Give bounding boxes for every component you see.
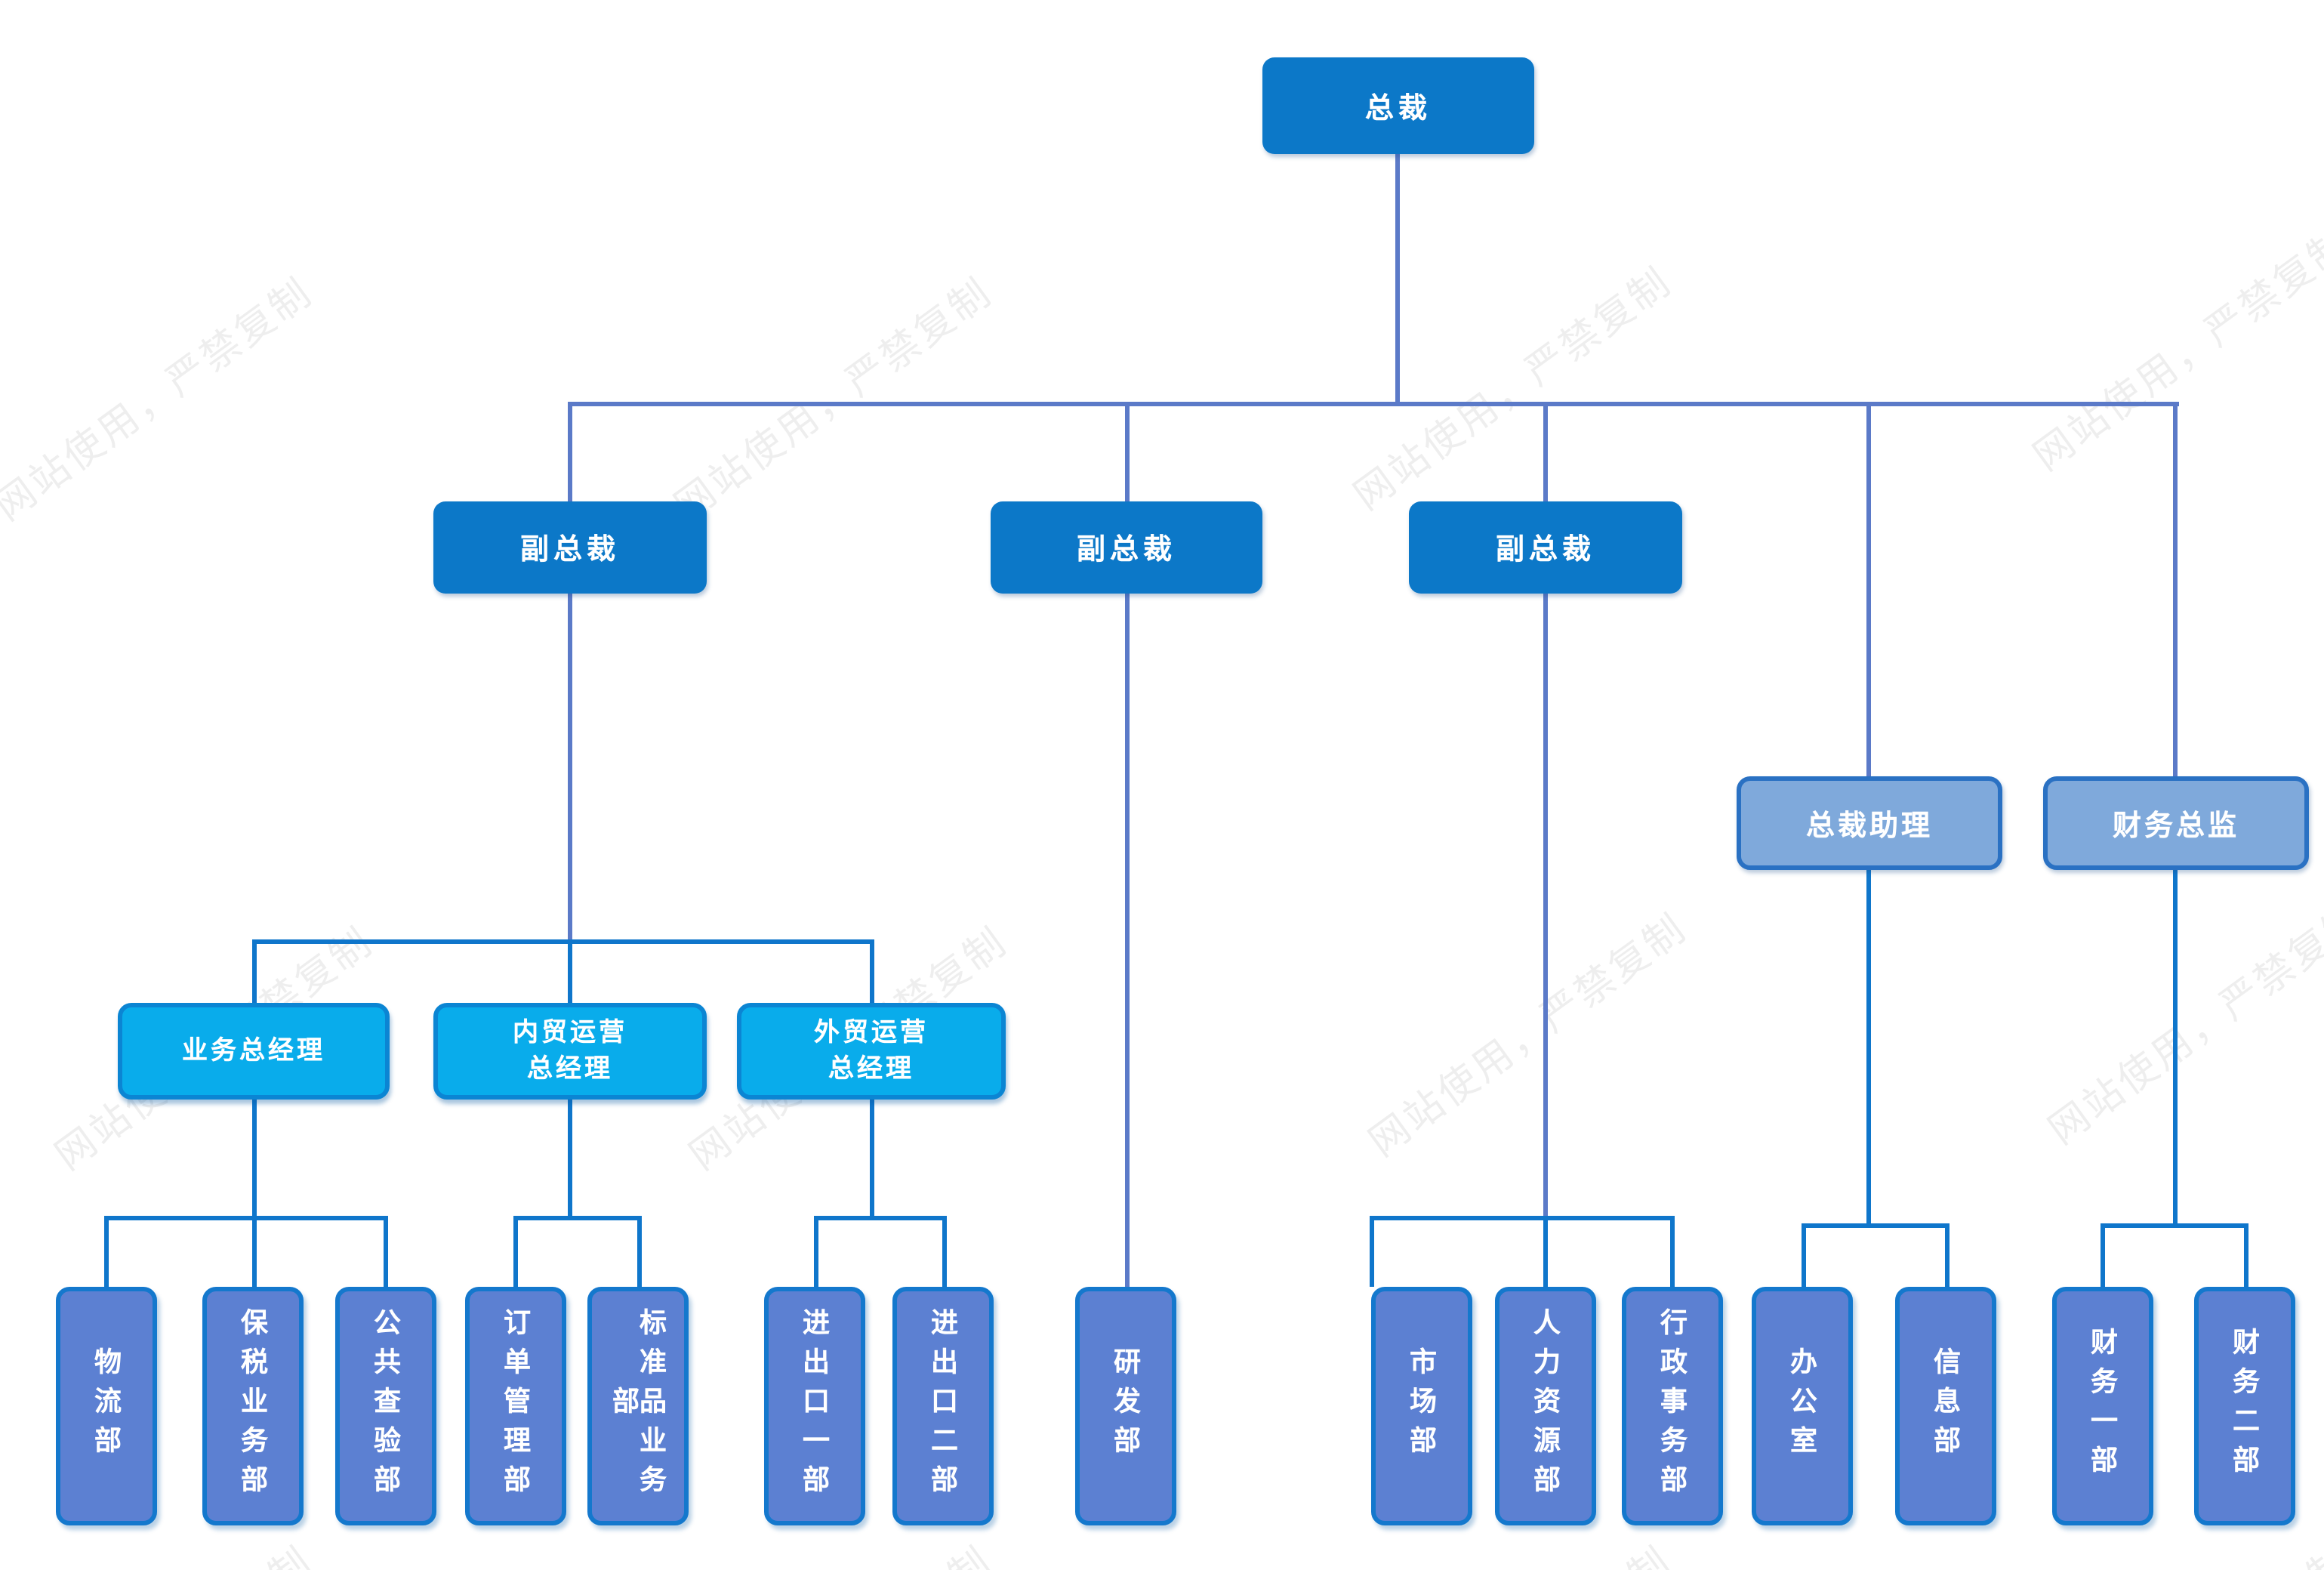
node-label: 副总裁: [519, 535, 620, 566]
node-label: 财务一部: [2088, 1328, 2118, 1485]
node-label: 研发部: [1111, 1347, 1141, 1465]
node-finance-director: 财务总监: [2043, 776, 2309, 870]
node-dept-rnd: 研发部: [1075, 1287, 1176, 1525]
watermark-text: 网站使用，严禁复制: [1345, 258, 1680, 519]
connector-finance-director-down: [2173, 870, 2178, 1228]
connector-vp1-down: [568, 594, 572, 939]
node-label: 财务二部: [2230, 1328, 2260, 1485]
connector-drop-finance1: [2101, 1223, 2105, 1287]
node-label: 市场部: [1407, 1347, 1437, 1465]
node-dept-information: 信息部: [1895, 1287, 1996, 1525]
connector-gm1-down: [252, 1100, 257, 1219]
node-dept-import-export-2: 进出口二部: [892, 1287, 994, 1525]
node-dept-admin-affairs: 行政事务部: [1622, 1287, 1723, 1525]
connector-bus-domestic: [513, 1216, 642, 1220]
node-label-line1: 内贸运营: [513, 1018, 627, 1047]
connector-drop-admin: [1670, 1216, 1675, 1287]
node-label: 副总裁: [1495, 535, 1595, 566]
connector-drop-order: [513, 1216, 518, 1287]
node-dept-marketing: 市场部: [1371, 1287, 1472, 1525]
connector-bus-foreign: [814, 1216, 947, 1220]
node-gm-foreign-trade: 外贸运营 总经理: [737, 1003, 1006, 1100]
connector-bus-business: [104, 1216, 388, 1220]
node-president-assistant: 总裁助理: [1737, 776, 2002, 870]
node-gm-domestic-trade: 内贸运营 总经理: [433, 1003, 707, 1100]
node-label: 业务总经理: [182, 1036, 325, 1065]
node-vp-1: 副总裁: [433, 501, 707, 594]
connector-drop-standard: [637, 1216, 642, 1287]
connector-drop-bonded: [252, 1216, 257, 1287]
node-dept-hr: 人力资源部: [1495, 1287, 1596, 1525]
connector-gm3-up: [870, 939, 874, 1003]
connector-assistant-up: [1866, 402, 1871, 776]
node-label: 订单管理部: [501, 1308, 531, 1504]
connector-gm2-up: [568, 939, 572, 1003]
node-label: 标准品业务部: [609, 1308, 667, 1504]
node-dept-finance-2: 财务二部: [2194, 1287, 2295, 1525]
node-vp-2: 副总裁: [991, 501, 1262, 594]
node-label: 信息部: [1931, 1347, 1961, 1465]
watermark-text: 网站使用，严禁复制: [665, 268, 1000, 529]
connector-drop-marketing: [1370, 1216, 1374, 1287]
connector-drop-inspection: [384, 1216, 388, 1287]
watermark-text: 网站使用，严禁复制: [2039, 892, 2324, 1153]
connector-assistant-down: [1866, 870, 1871, 1228]
watermark-text: 网站使用，严禁复制: [1341, 1533, 1680, 1570]
watermark-text: 网站使用，严禁复制: [1360, 904, 1695, 1165]
node-dept-public-inspection: 公共查验部: [335, 1287, 436, 1525]
node-label: 公共查验部: [371, 1308, 401, 1504]
connector-drop-information: [1945, 1223, 1950, 1287]
connector-gm1-up: [252, 939, 257, 1003]
node-label: 行政事务部: [1657, 1308, 1688, 1504]
node-label: 总裁助理: [1805, 810, 1933, 842]
connector-drop-ie1: [814, 1216, 818, 1287]
connector-drop-ie2: [942, 1216, 947, 1287]
connector-bus-finance: [2101, 1223, 2248, 1228]
node-label-line1: 外贸运营: [814, 1018, 929, 1047]
node-label: 财务总监: [2112, 810, 2239, 842]
node-vp-3: 副总裁: [1409, 501, 1682, 594]
connector-president-drop: [1395, 154, 1400, 402]
connector-vp2-to-rnd: [1125, 594, 1130, 1287]
connector-bus-assistant: [1802, 1223, 1950, 1228]
connector-level2-bus: [568, 402, 2179, 406]
watermark-text: 网站使用，严禁复制: [2024, 218, 2324, 480]
node-label: 总裁: [1364, 93, 1432, 125]
node-gm-business: 业务总经理: [118, 1003, 390, 1100]
connector-vp1-up: [568, 402, 572, 501]
connector-drop-finance2: [2244, 1223, 2248, 1287]
watermark-text: 网站使用，严禁复制: [2020, 1533, 2324, 1570]
node-dept-standard-products: 标准品业务部: [587, 1287, 689, 1525]
node-label: 办公室: [1787, 1347, 1817, 1465]
connector-gm3-down: [870, 1100, 874, 1219]
node-dept-import-export-1: 进出口一部: [764, 1287, 865, 1525]
node-label: 物流部: [91, 1347, 122, 1465]
connector-bus-vp3: [1370, 1216, 1675, 1220]
node-dept-finance-1: 财务一部: [2052, 1287, 2153, 1525]
node-dept-bonded-business: 保税业务部: [202, 1287, 304, 1525]
node-label: 进出口二部: [928, 1308, 958, 1504]
node-label-line2: 总经理: [527, 1054, 613, 1083]
connector-drop-logistics: [104, 1216, 109, 1287]
watermark-text: 网站使用，严禁复制: [661, 1533, 1000, 1570]
node-label: 保税业务部: [238, 1308, 268, 1504]
connector-gm2-down: [568, 1100, 572, 1219]
watermark-text: 网站使用，严禁复制: [0, 268, 321, 529]
node-dept-logistics: 物流部: [56, 1287, 157, 1525]
connector-finance-director-up: [2173, 402, 2178, 776]
node-president: 总裁: [1262, 57, 1534, 154]
node-label: 进出口一部: [800, 1308, 830, 1504]
node-label-line2: 总经理: [828, 1054, 914, 1083]
node-label: 人力资源部: [1530, 1308, 1561, 1504]
node-label: 副总裁: [1076, 535, 1176, 566]
connector-drop-office: [1802, 1223, 1806, 1287]
node-dept-order-management: 订单管理部: [465, 1287, 566, 1525]
connector-vp3-up: [1543, 402, 1548, 501]
connector-gm-bus: [252, 939, 874, 944]
connector-vp3-down: [1543, 594, 1548, 1216]
watermark-text: 网站使用，严禁复制: [0, 1533, 321, 1570]
node-dept-office: 办公室: [1752, 1287, 1853, 1525]
connector-drop-hr: [1543, 1216, 1548, 1287]
connector-vp2-up: [1125, 402, 1130, 501]
